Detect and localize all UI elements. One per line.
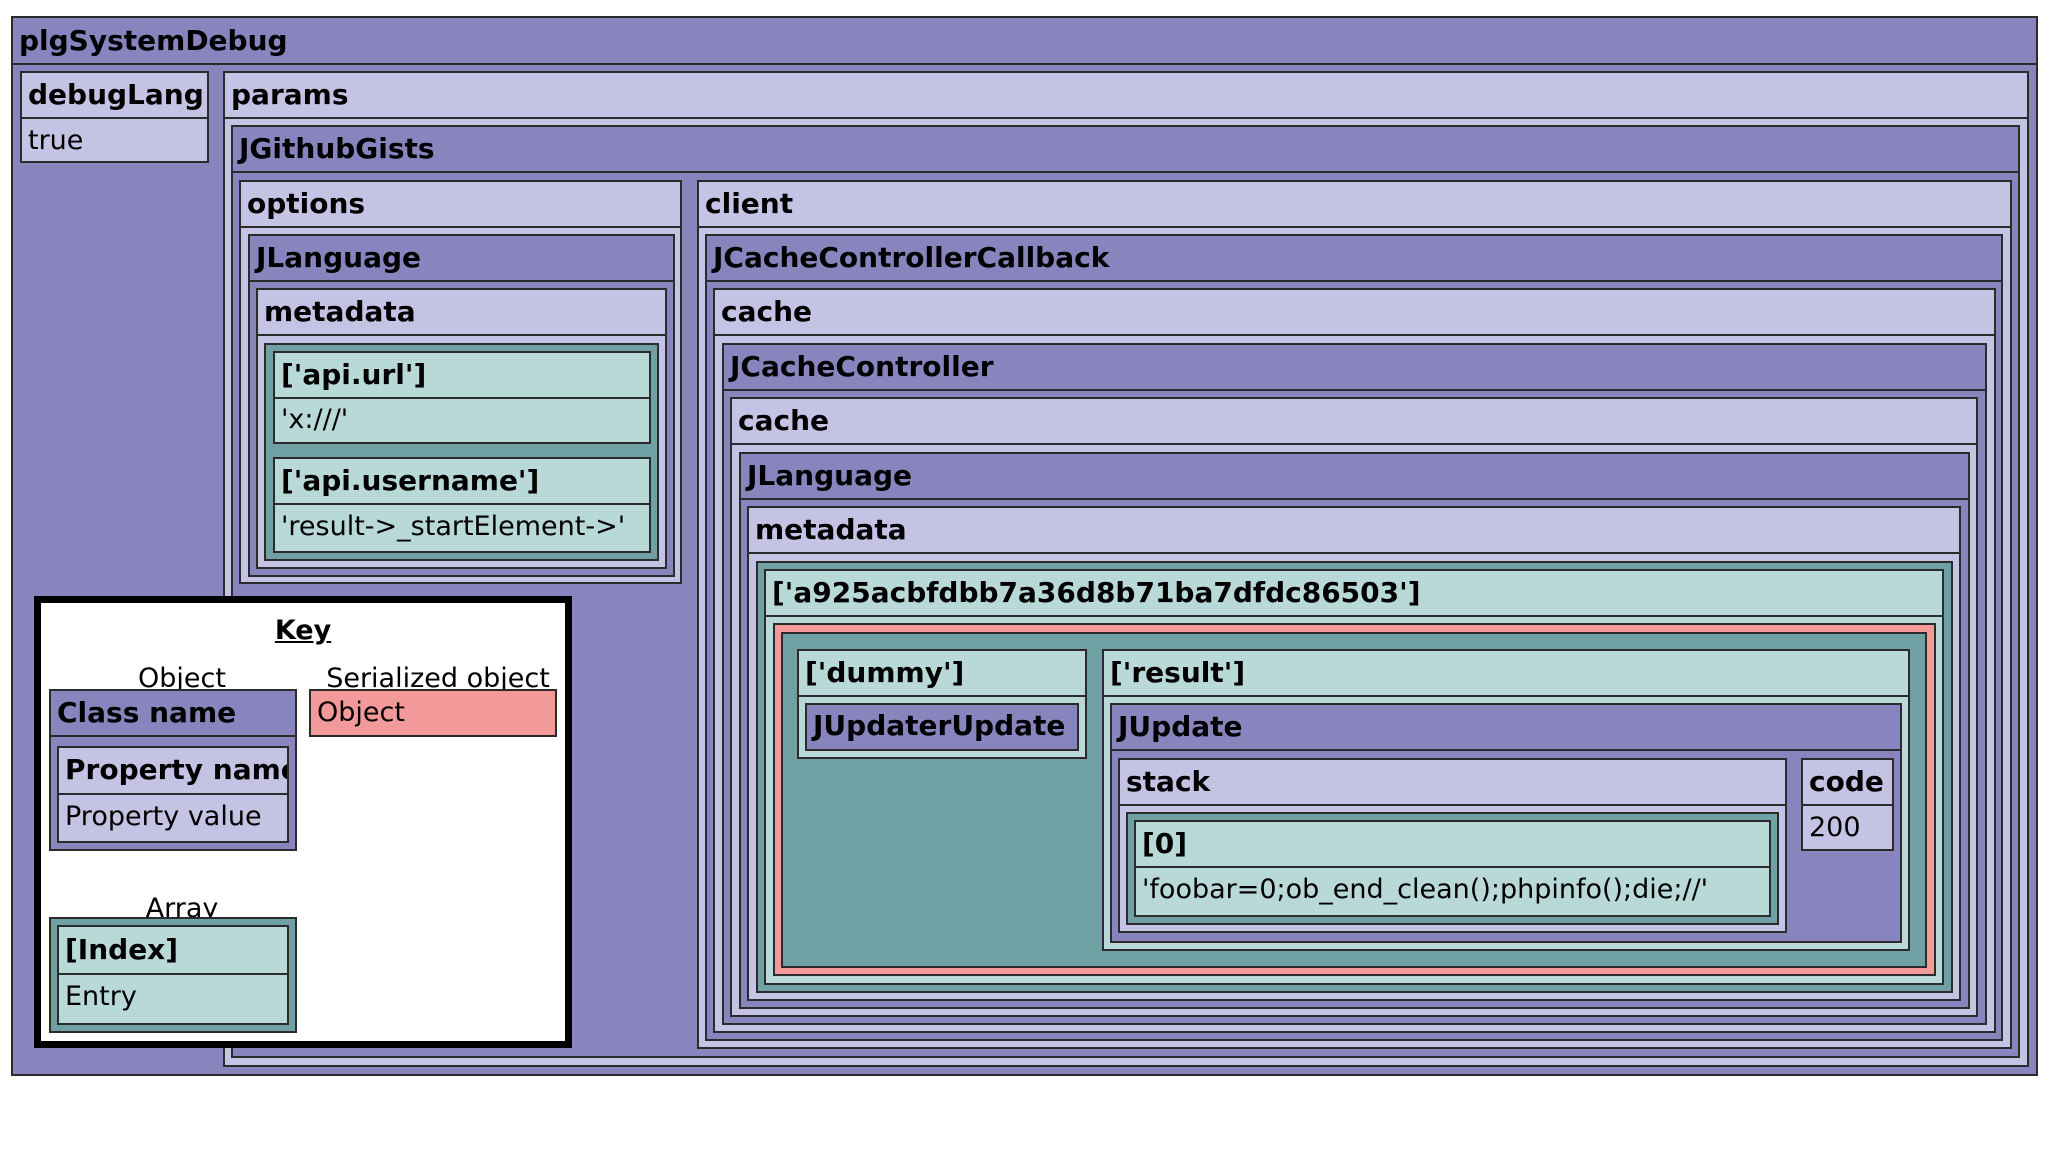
object-JUpdaterUpdate: JUpdaterUpdate (805, 703, 1079, 751)
legend-property-name: Property name (59, 748, 287, 795)
class-name-JLanguage-options: JLanguage (250, 236, 673, 282)
property-name-client: client (699, 182, 2010, 228)
property-code: code 200 (1801, 758, 1894, 851)
legend-property-sample: Property name Property value (57, 746, 289, 843)
class-name-JLanguage-cache: JLanguage (741, 454, 1968, 500)
property-name-metadata-options: metadata (258, 290, 665, 336)
array-entry-api-username: ['api.username'] 'result->_startElement-… (273, 457, 651, 553)
legend-entry: Entry (65, 981, 137, 1012)
legend-serialized-label: Serialized object (326, 663, 550, 694)
property-name-cache-outer: cache (715, 290, 1994, 336)
array-value-api-url: 'x:///' (281, 404, 349, 435)
property-name-stack: stack (1120, 760, 1785, 806)
property-name-debugLang: debugLang (22, 73, 207, 119)
array-value-api-username: 'result->_startElement->' (281, 511, 626, 542)
legend-class-name: Class name (51, 691, 295, 737)
legend-object-label: Object (138, 663, 226, 694)
legend-title: Key (274, 615, 332, 646)
legend-serialized-sample: Object (309, 689, 557, 737)
class-name-JCacheController: JCacheController (724, 345, 1985, 391)
property-name-code: code (1803, 760, 1892, 806)
legend-property-value: Property value (65, 801, 262, 832)
property-name-params: params (225, 73, 2027, 119)
array-index-stack-0: [0] (1136, 822, 1769, 868)
array-index-hash: ['a925acbfdbb7a36d8b71ba7dfdc86503'] (766, 571, 1942, 617)
array-index-api-username: ['api.username'] (275, 459, 649, 505)
array-index-dummy: ['dummy'] (799, 651, 1085, 697)
property-name-cache-inner: cache (732, 399, 1976, 445)
legend-serialized-object: Object (317, 697, 405, 728)
property-value-debugLang: true (28, 125, 84, 156)
class-name-JUpdate: JUpdate (1112, 705, 1900, 751)
class-name-JCacheControllerCallback: JCacheControllerCallback (707, 236, 2001, 282)
legend-entry-sample: [Index] Entry (57, 925, 289, 1025)
legend-index: [Index] (59, 927, 287, 975)
property-name-metadata-cache: metadata (749, 508, 1959, 554)
class-name-JUpdaterUpdate: JUpdaterUpdate (813, 709, 1066, 742)
array-value-stack-0: 'foobar=0;ob_end_clean();phpinfo();die;/… (1142, 874, 1709, 905)
array-entry-api-url: ['api.url'] 'x:///' (273, 351, 651, 444)
property-name-options: options (241, 182, 680, 228)
property-value-code: 200 (1809, 812, 1861, 843)
class-name-JGithubGists: JGithubGists (233, 127, 2018, 173)
array-index-api-url: ['api.url'] (275, 353, 649, 399)
array-entry-stack-0: [0] 'foobar=0;ob_end_clean();phpinfo();d… (1134, 820, 1771, 917)
array-index-result: ['result'] (1104, 651, 1908, 697)
property-debugLang: debugLang true (20, 71, 209, 163)
class-name-plgSystemDebug: plgSystemDebug (13, 18, 2036, 65)
